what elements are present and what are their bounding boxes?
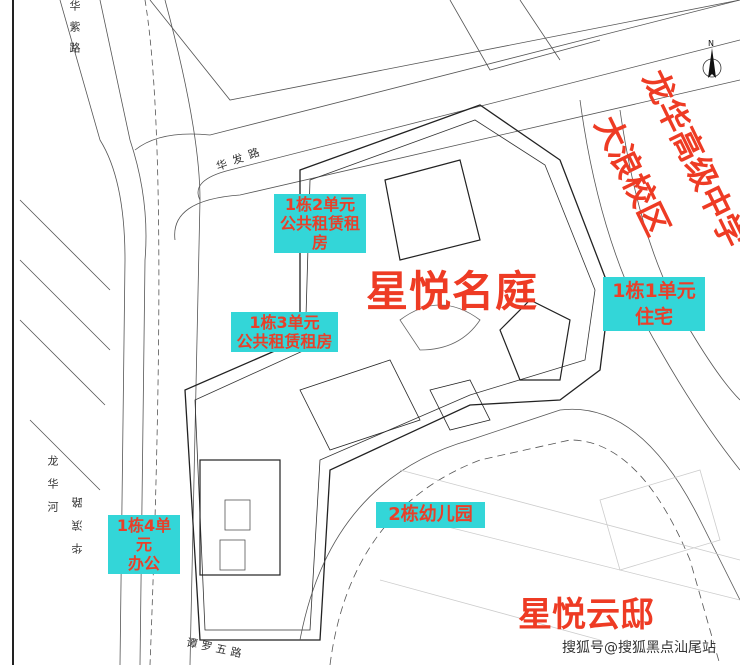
label-line1: 1栋3单元 <box>249 313 320 332</box>
label-building1-unit1: 1栋1单元 住宅 <box>603 277 705 331</box>
compass-icon: N <box>702 39 722 78</box>
label-line1: 1栋2单元 <box>284 195 356 214</box>
watermark: 搜狐号@搜狐黑点汕尾站 <box>562 640 716 656</box>
label-line2: 办公 <box>127 554 160 573</box>
label-line2: 公共租赁租房 <box>279 214 360 252</box>
road-label-river: 龙华河 <box>46 455 59 524</box>
neighbor-title: 星悦云邸 <box>518 595 654 635</box>
label-building1-unit4: 1栋4单元 办公 <box>108 515 180 574</box>
label-building1-unit3: 1栋3单元 公共租赁租房 <box>231 312 338 352</box>
road-label-binhe: 华滨路 <box>71 485 84 554</box>
label-line1: 1栋4单元 <box>116 516 172 554</box>
project-title: 星悦名庭 <box>366 267 539 316</box>
label-line2: 住宅 <box>634 306 673 328</box>
label-line1: 1栋1单元 <box>612 280 696 302</box>
road-label-huazi: 华紫路 <box>68 0 81 63</box>
label-line1: 2栋幼儿园 <box>388 504 473 525</box>
label-line2: 公共租赁租房 <box>236 332 333 351</box>
label-building1-unit2: 1栋2单元 公共租赁租房 <box>274 194 366 253</box>
svg-text:N: N <box>708 39 714 48</box>
label-building2-kindergarten: 2栋幼儿园 <box>376 502 485 528</box>
